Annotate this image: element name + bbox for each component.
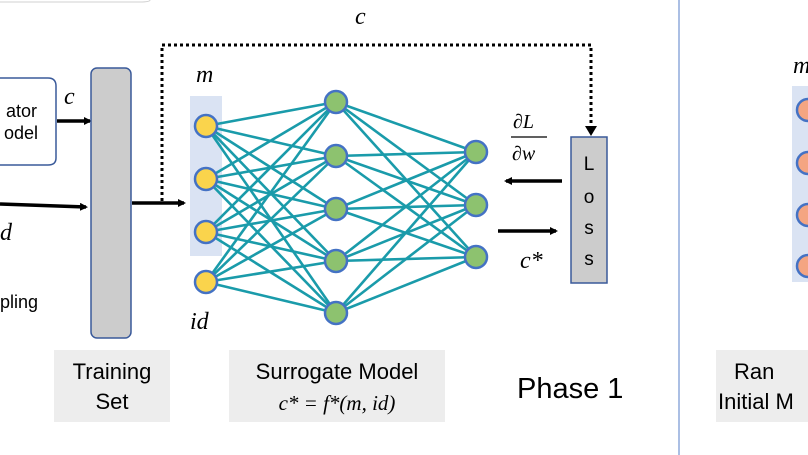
input-node bbox=[193, 219, 219, 245]
arrow-d-label: d bbox=[0, 220, 13, 246]
network-edge bbox=[335, 150, 477, 158]
simulator-label-line2: odel bbox=[4, 123, 38, 143]
network-edge bbox=[335, 255, 477, 315]
network-edge bbox=[205, 259, 337, 284]
network-edge bbox=[335, 100, 477, 154]
loss-letter-4: s bbox=[584, 249, 594, 270]
output-node bbox=[463, 244, 489, 270]
simulator-box bbox=[0, 77, 57, 166]
dotted-feedback-arrowhead bbox=[585, 126, 597, 136]
hidden-node bbox=[323, 248, 349, 274]
network-edge bbox=[204, 101, 338, 283]
network-edge bbox=[205, 100, 337, 181]
right-input-node bbox=[795, 97, 808, 123]
output-c-star-label: c* bbox=[520, 248, 543, 274]
right-input-band bbox=[792, 86, 808, 282]
arrow-c-label: c bbox=[64, 84, 75, 110]
loss-letter-3: s bbox=[584, 218, 594, 239]
network-edge bbox=[205, 207, 337, 284]
right-input-node bbox=[795, 202, 808, 228]
training-set-bar bbox=[90, 67, 132, 339]
hidden-node bbox=[323, 89, 349, 115]
gradient-numerator: ∂L bbox=[513, 111, 534, 133]
output-node bbox=[463, 192, 489, 218]
network-edges bbox=[204, 100, 477, 315]
network-edge bbox=[205, 280, 337, 315]
network-edge bbox=[335, 203, 477, 315]
right-caption-line1: Ran bbox=[734, 359, 774, 384]
right-input-node bbox=[795, 150, 808, 176]
input-m-label: m bbox=[196, 62, 213, 88]
output-node bbox=[463, 139, 489, 165]
training-set-caption-box bbox=[54, 350, 170, 422]
surrogate-caption-box bbox=[229, 350, 445, 422]
input-node bbox=[193, 166, 219, 192]
network-edge bbox=[205, 100, 337, 128]
network-edge bbox=[205, 155, 337, 283]
right-m-label: m bbox=[793, 53, 808, 79]
simulator-label-line1: ator bbox=[6, 101, 37, 121]
network-edge bbox=[335, 151, 477, 314]
input-node bbox=[193, 269, 219, 295]
right-caption-box bbox=[716, 350, 808, 422]
network-edge bbox=[205, 101, 337, 233]
loss-letter-1: L bbox=[584, 154, 595, 175]
dotted-feedback-path bbox=[160, 43, 593, 201]
hidden-node bbox=[323, 196, 349, 222]
network-edge bbox=[335, 150, 477, 211]
training-caption-line1: Training bbox=[73, 359, 152, 384]
loss-letter-2: o bbox=[584, 187, 595, 208]
training-caption-line2: Set bbox=[95, 389, 128, 414]
gradient-denominator: ∂w bbox=[512, 143, 536, 165]
network-edge bbox=[335, 150, 477, 263]
input-id-label: id bbox=[190, 309, 210, 335]
top-left-box bbox=[0, 0, 151, 3]
hidden-node bbox=[323, 143, 349, 169]
sampling-label: pling bbox=[0, 292, 38, 312]
network-nodes bbox=[193, 89, 489, 326]
right-input-nodes bbox=[795, 97, 808, 279]
right-input-node bbox=[795, 253, 808, 279]
phase-label: Phase 1 bbox=[517, 373, 623, 405]
hidden-node bbox=[323, 300, 349, 326]
arrow-d-to-training bbox=[0, 202, 88, 211]
surrogate-caption-title: Surrogate Model bbox=[256, 359, 419, 384]
loss-box bbox=[570, 136, 608, 284]
right-caption-line2: Initial M bbox=[718, 389, 794, 414]
input-node bbox=[193, 113, 219, 139]
surrogate-caption-formula: c* = f*(m, id) bbox=[279, 391, 396, 415]
feedback-c-label: c bbox=[355, 4, 366, 30]
